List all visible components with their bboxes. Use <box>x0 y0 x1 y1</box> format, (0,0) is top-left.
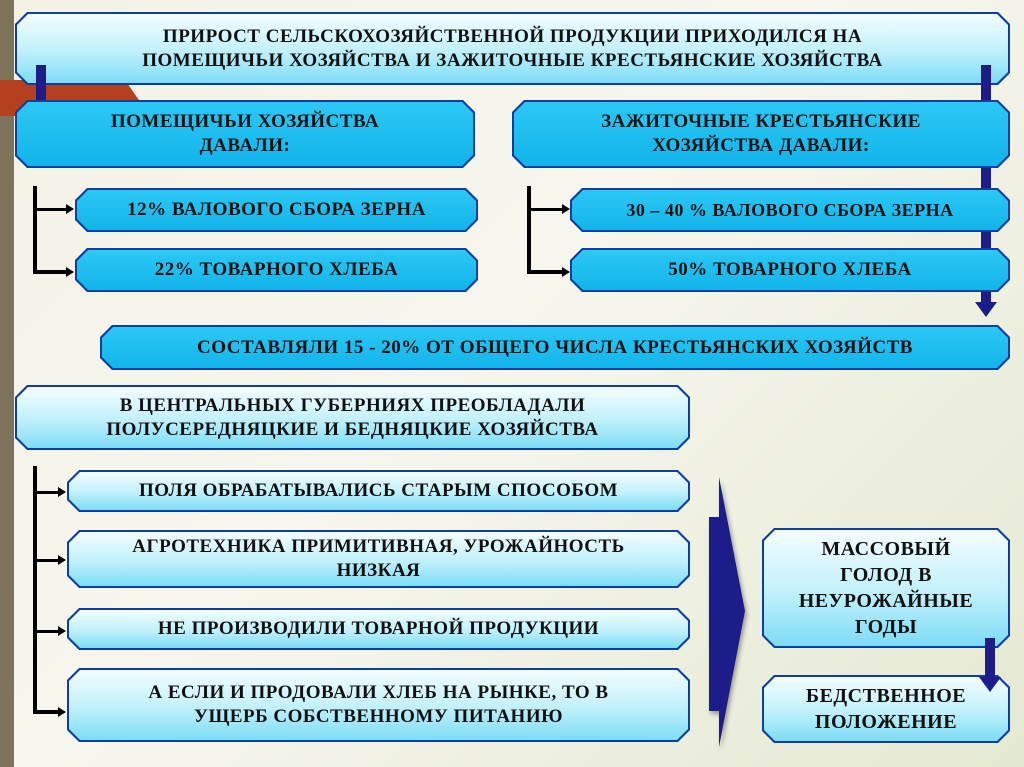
kulak-item: 30 – 40 % ВАЛОВОГО СБОРА ЗЕРНА <box>570 188 1010 232</box>
central-item-line2: НИЗКАЯ <box>336 560 421 581</box>
famine-line: ГОДЫ <box>854 616 918 638</box>
kulak-item-text: 50% ТОВАРНОГО ХЛЕБА <box>668 259 912 280</box>
bracket-line <box>33 270 67 274</box>
plight-line2: ПОЛОЖЕНИЕ <box>814 711 958 733</box>
famine-line: НЕУРОЖАЙНЫЕ <box>798 590 974 612</box>
bracket-line <box>33 208 67 211</box>
arrow-right-icon <box>66 267 74 277</box>
arrow-right-icon <box>58 626 66 636</box>
kulak-line2: ХОЗЯЙСТВА ДАВАЛИ: <box>652 135 870 156</box>
bracket-line <box>527 270 563 274</box>
landlord-line2: ДАВАЛИ: <box>199 135 291 156</box>
kulak-item: 50% ТОВАРНОГО ХЛЕБА <box>570 248 1010 292</box>
arrow-right-icon <box>58 707 66 717</box>
central-item: АГРОТЕХНИКА ПРИМИТИВНАЯ, УРОЖАЙНОСТЬ НИЗК… <box>67 530 690 588</box>
arrow-right-icon <box>58 487 66 497</box>
arrow-right-icon <box>58 555 66 565</box>
landlord-item: 22% ТОВАРНОГО ХЛЕБА <box>75 248 478 292</box>
kulak-line1: ЗАЖИТОЧНЫЕ КРЕСТЬЯНСКИЕ <box>601 111 921 132</box>
bracket-line <box>527 208 563 211</box>
central-item-line2: УЩЕРБ СОБСТВЕННОМУ ПИТАНИЮ <box>194 706 563 727</box>
kulak-header-box: ЗАЖИТОЧНЫЕ КРЕСТЬЯНСКИЕ ХОЗЯЙСТВА ДАВАЛИ: <box>512 100 1010 168</box>
bracket-line <box>33 186 37 274</box>
top-box-line2: ПОМЕЩИЧЬИ ХОЗЯЙСТВА И ЗАЖИТОЧНЫЕ КРЕСТЬЯ… <box>142 49 883 71</box>
bracket-line <box>33 630 59 633</box>
arrow-right-icon <box>562 267 570 277</box>
central-item-line1: А ЕСЛИ И ПРОДОВАЛИ ХЛЕБ НА РЫНКЕ, ТО В <box>148 682 609 703</box>
bracket-line <box>527 186 531 274</box>
bracket-line <box>33 710 59 714</box>
down-arrow-icon <box>975 160 997 317</box>
big-right-arrow-icon <box>709 477 745 747</box>
central-item-line1: АГРОТЕХНИКА ПРИМИТИВНАЯ, УРОЖАЙНОСТЬ <box>132 536 625 557</box>
landlord-header-box: ПОМЕЩИЧЬИ ХОЗЯЙСТВА ДАВАЛИ: <box>15 100 475 168</box>
plight-line1: БЕДСТВЕННОЕ <box>805 685 967 707</box>
central-line2: ПОЛУСЕРЕДНЯЦКИЕ И БЕДНЯЦКИЕ ХОЗЯЙСТВА <box>106 418 599 440</box>
share-box: СОСТАВЛЯЛИ 15 - 20% ОТ ОБЩЕГО ЧИСЛА КРЕС… <box>100 325 1010 370</box>
top-box-line1: ПРИРОСТ СЕЛЬСКОХОЗЯЙСТВЕННОЙ ПРОДУКЦИИ П… <box>162 25 863 47</box>
bracket-line <box>33 559 59 562</box>
central-item: А ЕСЛИ И ПРОДОВАЛИ ХЛЕБ НА РЫНКЕ, ТО В УЩ… <box>67 668 690 742</box>
famine-line: ГОЛОД В <box>840 564 932 586</box>
kulak-item-text: 30 – 40 % ВАЛОВОГО СБОРА ЗЕРНА <box>626 200 954 220</box>
central-item: НЕ ПРОИЗВОДИЛИ ТОВАРНОЙ ПРОДУКЦИИ <box>67 608 690 650</box>
share-text: СОСТАВЛЯЛИ 15 - 20% ОТ ОБЩЕГО ЧИСЛА КРЕС… <box>197 336 913 358</box>
central-item-text: ПОЛЯ ОБРАБАТЫВАЛИСЬ СТАРЫМ СПОСОБОМ <box>138 480 619 501</box>
down-arrow-icon <box>979 638 1001 692</box>
central-item: ПОЛЯ ОБРАБАТЫВАЛИСЬ СТАРЫМ СПОСОБОМ <box>67 470 690 512</box>
central-item-text: НЕ ПРОИЗВОДИЛИ ТОВАРНОЙ ПРОДУКЦИИ <box>157 618 600 639</box>
arrow-right-icon <box>562 204 570 214</box>
famine-line: МАССОВЫЙ <box>821 538 951 560</box>
bracket-line <box>33 466 37 714</box>
top-box: ПРИРОСТ СЕЛЬСКОХОЗЯЙСТВЕННОЙ ПРОДУКЦИИ П… <box>15 12 1010 85</box>
landlord-line1: ПОМЕЩИЧЬИ ХОЗЯЙСТВА <box>110 111 380 132</box>
decorative-strip <box>0 0 14 767</box>
arrow-right-icon <box>66 204 74 214</box>
landlord-item-text: 12% ВАЛОВОГО СБОРА ЗЕРНА <box>127 199 426 220</box>
landlord-item: 12% ВАЛОВОГО СБОРА ЗЕРНА <box>75 188 478 232</box>
plight-box: БЕДСТВЕННОЕ ПОЛОЖЕНИЕ <box>762 675 1010 743</box>
bracket-line <box>33 491 59 494</box>
famine-box: МАССОВЫЙ ГОЛОД В НЕУРОЖАЙНЫЕ ГОДЫ <box>762 528 1010 648</box>
landlord-item-text: 22% ТОВАРНОГО ХЛЕБА <box>154 259 399 280</box>
central-line1: В ЦЕНТРАЛЬНЫХ ГУБЕРНИЯХ ПРЕОБЛАДАЛИ <box>119 394 586 416</box>
